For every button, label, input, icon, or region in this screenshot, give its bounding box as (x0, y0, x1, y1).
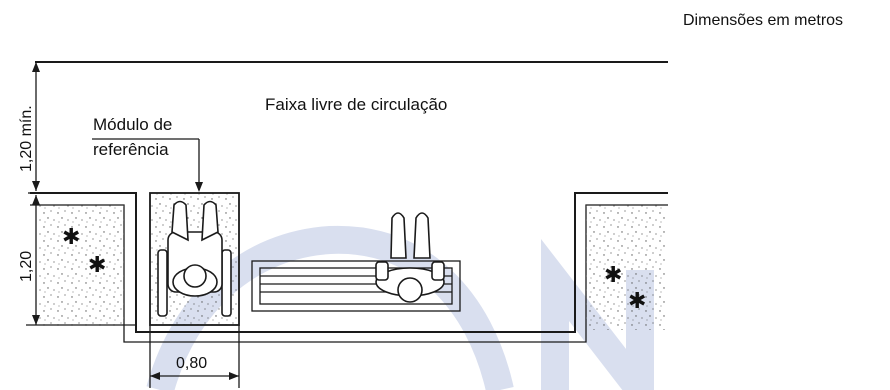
dimension-module-width (149, 325, 240, 388)
left-planter (38, 205, 124, 327)
module-label-line2: referência (93, 140, 169, 159)
module-label-line1: Módulo de (93, 115, 172, 134)
seated-person-icon (375, 212, 445, 303)
left-plant-icon-2: ✱ (88, 252, 106, 277)
right-planter (586, 205, 666, 330)
wheelchair-user-icon (157, 200, 232, 317)
dimension-top-height (28, 62, 44, 194)
dimension-ground-height-label: 1,20 (18, 251, 35, 282)
sidewalk-profile (30, 192, 668, 333)
free-strip-label: Faixa livre de circulação (265, 95, 447, 114)
dimension-top-height-label: 1,20 mín. (18, 105, 35, 172)
right-plant-icon-2: ✱ (628, 288, 646, 313)
dimension-module-width-label: 0,80 (176, 355, 207, 372)
module-pointer (92, 138, 203, 192)
units-note: Dimensões em metros (683, 12, 843, 29)
right-plant-icon-1: ✱ (604, 262, 622, 287)
left-plant-icon-1: ✱ (62, 224, 80, 249)
dimension-ground-height (26, 195, 136, 326)
